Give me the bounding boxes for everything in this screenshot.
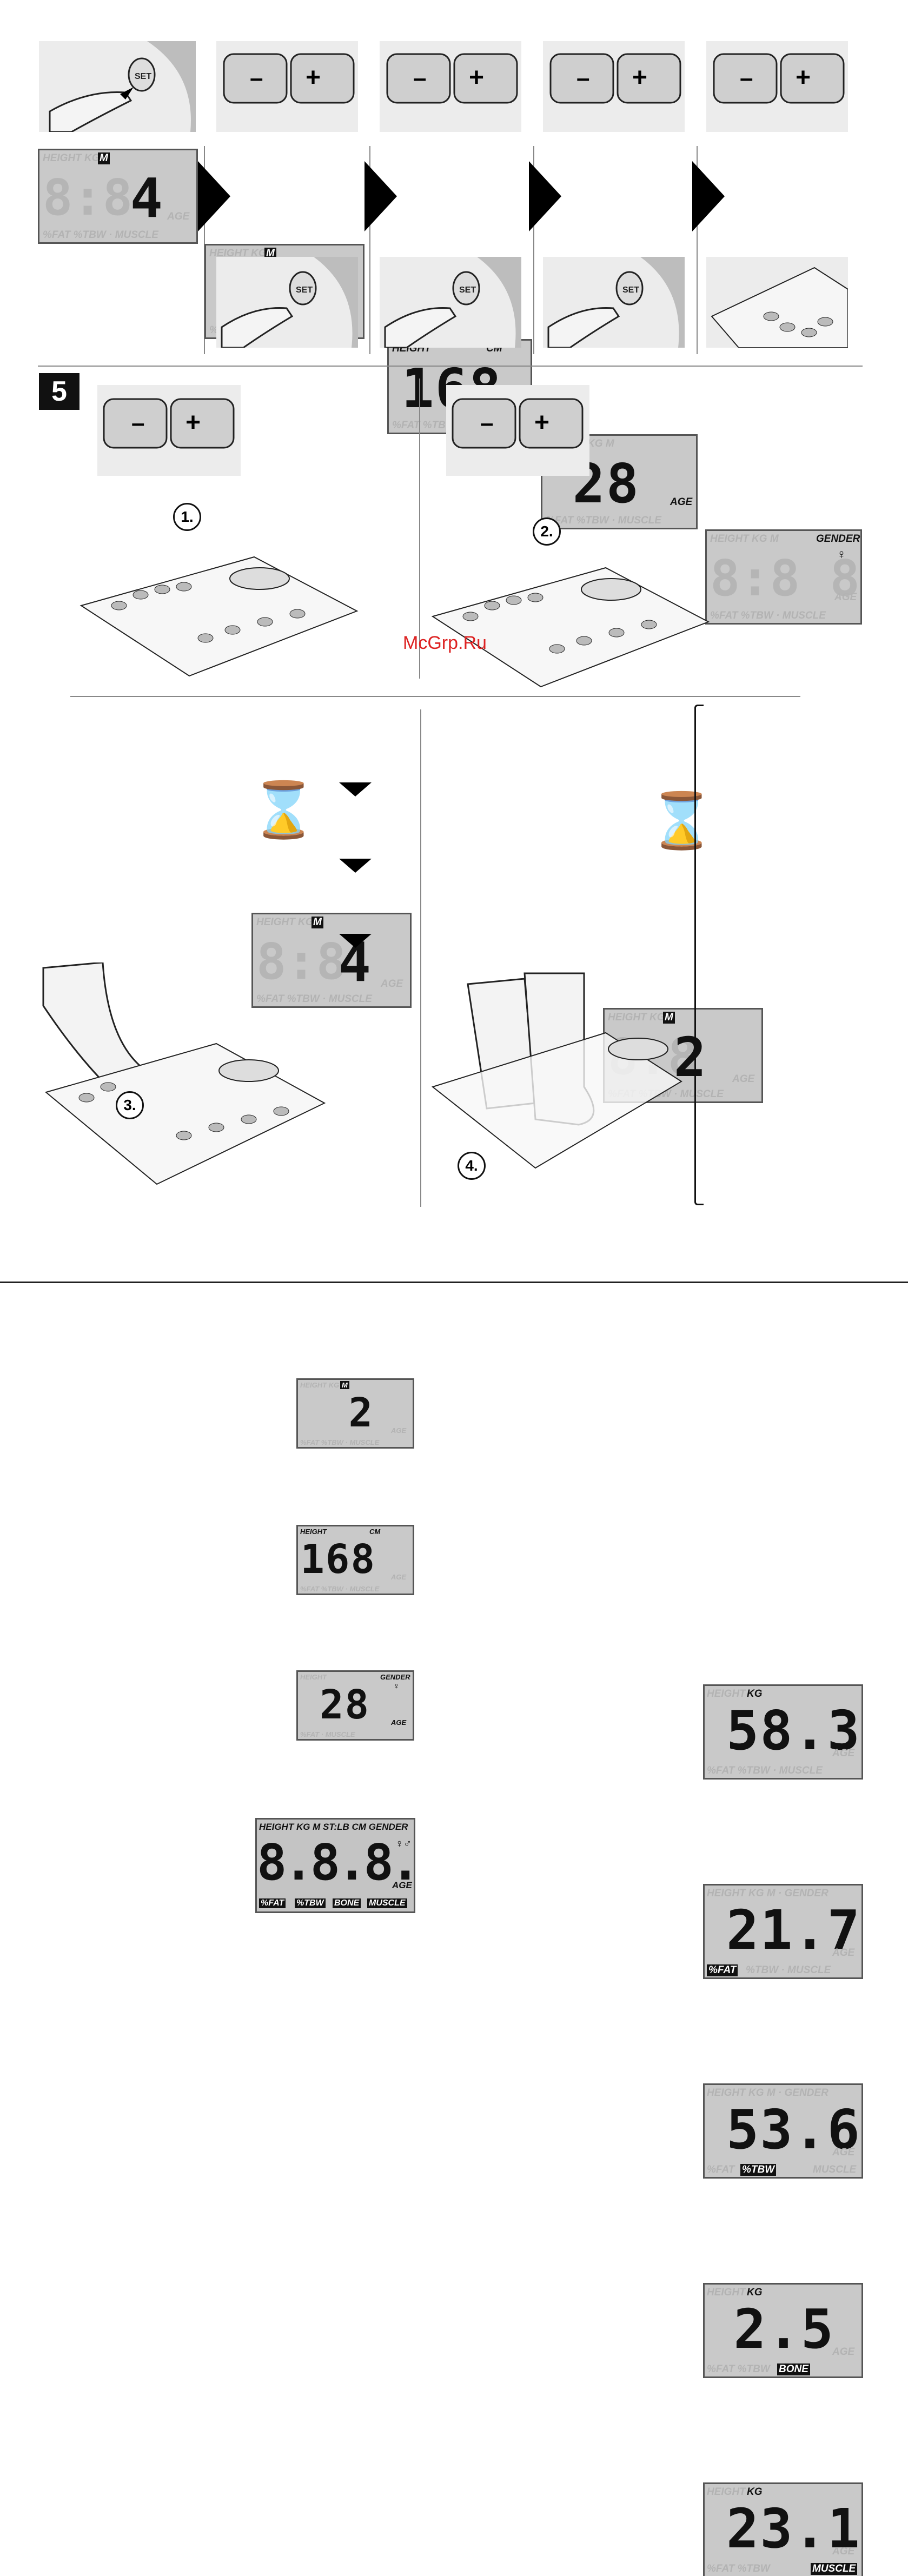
lcd-display: HEIGHT CM 168 AGE %FAT %TBW · MUSCLE [296,1525,414,1595]
svg-text:SET: SET [296,286,313,295]
plus-button[interactable]: + [185,408,201,437]
scale-illustration [79,556,359,677]
divider [419,379,420,679]
plus-button[interactable]: + [534,408,550,437]
watermark: McGrp.Ru [403,633,487,653]
button-pair-4 [713,52,848,109]
minus-button[interactable]: – [131,410,145,436]
callout-3: 3. [116,1091,144,1119]
scale-illustration [711,267,848,348]
results-bracket [694,705,704,1205]
set-press-panel-4: SET [543,257,685,348]
button-pair-1 [223,52,358,109]
button-pair-2 [386,52,521,109]
minus-button[interactable]: – [480,410,494,436]
arrow-down-icon [339,782,372,796]
lcd-display: HEIGHT KG M 2 AGE %FAT %TBW · MUSCLE [296,1378,414,1449]
arrow-right-icon [198,161,230,231]
svg-text:SET: SET [135,72,151,81]
page-bottom-rule [0,1282,908,1283]
minus-button[interactable]: – [413,65,427,91]
result-display-tbw: HEIGHT KG M · GENDER 53.6 AGE %FAT %TBW … [703,2083,863,2179]
svg-text:SET: SET [459,286,476,295]
arrow-down-icon [339,934,372,948]
minus-button[interactable]: – [576,65,590,91]
foot-on-scale-illustration [42,962,326,1185]
hourglass-icon: ⌛ [250,780,317,840]
button-pair-5 [103,397,238,454]
minus-button[interactable]: – [250,65,263,91]
callout-4: 4. [458,1152,486,1180]
arrow-right-icon [529,161,561,231]
divider [533,146,534,354]
lcd-display: HEIGHT GENDER ♀ 28 AGE %FAT · MUSCLE [296,1670,414,1741]
arrow-down-icon [339,859,372,873]
hourglass-icon: ⌛ [648,791,715,851]
plus-button[interactable]: + [306,63,321,92]
scale-illustration [431,567,710,688]
scale-stand-panel [706,257,848,348]
result-display-muscle: HEIGHT KG 23.1 AGE %FAT %TBW MUSCLE [703,2482,863,2576]
arrow-right-icon [364,161,397,231]
button-pair-6 [452,397,587,454]
button-pair-3 [549,52,685,109]
plus-button[interactable]: + [632,63,648,92]
feet-on-scale-illustration [431,972,682,1169]
finger-pressing-set-illustration: SET [49,41,196,132]
arrow-right-icon [692,161,725,231]
section-divider [38,366,863,367]
callout-2: 2. [533,517,561,546]
divider [420,709,421,1207]
result-display-fat: HEIGHT KG M · GENDER 21.7 AGE %FAT %TBW … [703,1884,863,1979]
gender-icon: ♀ [393,1682,400,1691]
lcd-display: HEIGHT KG M 8:8 4 AGE %FAT %TBW · MUSCLE [251,913,412,1008]
result-display-bone: HEIGHT KG 2.5 AGE %FAT %TBW BONE [703,2283,863,2378]
plus-button[interactable]: + [796,63,811,92]
callout-1: 1. [173,503,201,531]
step-5-badge: 5 [39,373,79,410]
lcd-display: HEIGHT KG M 8:8 4 AGE %FAT %TBW · MUSCLE [38,149,198,244]
lcd-display: HEIGHT KG M GENDER ♀ 8:8 8 AGE %FAT %TBW… [705,529,862,625]
set-press-panel-1: SET [39,41,196,132]
gender-icon: ♀ [837,547,846,562]
divider [697,146,698,354]
svg-text:SET: SET [622,286,639,295]
set-press-panel-3: SET [380,257,521,348]
lcd-full-display: HEIGHT KG M ST:LB CM GENDER 8.8.8.8 ♀♂ A… [255,1818,415,1913]
set-press-panel-2: SET [216,257,358,348]
plus-button[interactable]: + [469,63,485,92]
gender-icons: ♀♂ [395,1838,412,1850]
section-divider [70,696,800,697]
minus-button[interactable]: – [740,65,753,91]
divider [369,146,370,354]
result-display-weight: HEIGHT KG 58.3 AGE %FAT %TBW · MUSCLE [703,1684,863,1780]
